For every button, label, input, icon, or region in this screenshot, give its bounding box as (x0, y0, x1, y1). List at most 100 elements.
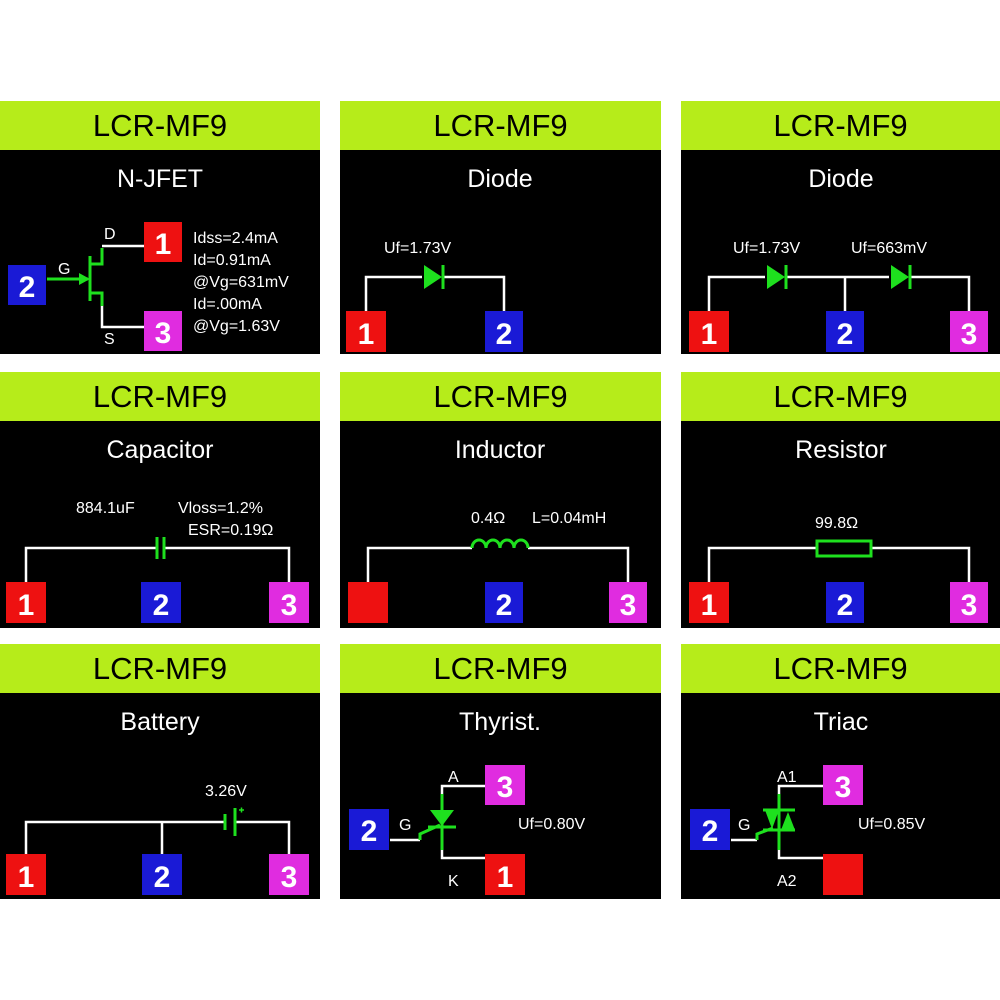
component-title: Triac (814, 708, 869, 736)
battery-symbol (223, 807, 244, 836)
panel-capacitor: LCR-MF9 Capacitor 884.1uF Vloss=1.2% ESR… (0, 372, 320, 628)
pin-3-label: 3 (961, 318, 978, 351)
drain-label: D (104, 226, 116, 243)
right-wire (236, 820, 291, 856)
pin-2-badge (485, 311, 523, 352)
pin-1-label: 1 (18, 861, 35, 894)
pin-2-label: 2 (837, 589, 854, 622)
capacitor-diagram: Capacitor 884.1uF Vloss=1.2% ESR=0.19Ω 1… (6, 436, 309, 623)
pin-1-badge (6, 854, 46, 895)
diode-symbol (424, 265, 445, 289)
pin-3-label: 3 (281, 589, 298, 622)
inductor-symbol (470, 538, 530, 549)
source-label: S (104, 331, 115, 348)
pin-1-label: 1 (701, 589, 718, 622)
component-title: Resistor (795, 436, 887, 464)
pin-2-label: 2 (837, 318, 854, 351)
panel-resistor: LCR-MF9 Resistor 99.8Ω 1 2 3 (681, 372, 1000, 628)
triac-diagram: Triac A1 G A2 Uf=0.85V 2 3 (690, 708, 925, 895)
pin-2-badge (141, 582, 181, 623)
source-wire (100, 304, 145, 329)
pin-1-badge (144, 222, 182, 262)
pin-1-label: 1 (18, 589, 35, 622)
gate-label: G (738, 817, 750, 834)
panel-inductor: LCR-MF9 Inductor 0.4Ω L=0.04mH 2 3 (340, 372, 661, 628)
panel-diode-double: LCR-MF9 Diode Uf=1.73V Uf=663mV 1 2 3 (681, 101, 1000, 354)
pin-1-badge (689, 582, 729, 623)
resistance-value: 0.4Ω (471, 510, 505, 527)
wire-a (707, 275, 765, 313)
pin-2-badge (485, 582, 523, 623)
panel-triac: LCR-MF9 Triac A1 G A2 Uf=0.85V 2 3 (681, 644, 1000, 899)
panel-header: LCR-MF9 (681, 372, 1000, 421)
diode-symbol (767, 265, 788, 289)
forward-voltage: Uf=1.73V (733, 240, 800, 257)
forward-voltage: Uf=663mV (851, 240, 927, 257)
panel-header: LCR-MF9 (681, 644, 1000, 693)
pin-2-label: 2 (496, 318, 513, 351)
resistor-diagram: Resistor 99.8Ω 1 2 3 (689, 436, 988, 623)
value-line: Id=.00mA (193, 296, 262, 313)
wire-d (909, 275, 971, 313)
panel-header: LCR-MF9 (0, 644, 320, 693)
pin-1-badge (485, 854, 525, 895)
pin-3-badge (485, 765, 525, 805)
panel-header: LCR-MF9 (340, 644, 661, 693)
pin-3-label: 3 (281, 861, 298, 894)
triac-symbol (755, 794, 795, 850)
voltage-value: 3.26V (205, 783, 247, 800)
pin-1-label: 1 (497, 861, 514, 894)
pin-3-badge (144, 311, 182, 351)
pin-3-badge (823, 765, 863, 805)
pin-2-label: 2 (153, 589, 170, 622)
panel-diode-single: LCR-MF9 Diode Uf=1.73V 1 2 (340, 101, 661, 354)
value-line: Idss=2.4mA (193, 230, 278, 247)
right-wire (164, 546, 291, 584)
pin-3-badge (269, 854, 309, 895)
pin-2-badge (8, 265, 46, 305)
left-wire (366, 546, 472, 584)
inductance-value: L=0.04mH (532, 510, 606, 527)
pin-1-label: 1 (701, 318, 718, 351)
panel-njfet: LCR-MF9 N-JFET D G S 2 1 3 Idss=2.4mA Id… (0, 101, 320, 354)
forward-voltage: Uf=0.80V (518, 816, 585, 833)
panel-battery: LCR-MF9 Battery 3.26V 1 2 3 (0, 644, 320, 899)
component-title: Thyrist. (459, 708, 541, 736)
pin-3-label: 3 (961, 589, 978, 622)
pin-1-label: 1 (155, 228, 172, 261)
pin-3-label: 3 (497, 771, 514, 804)
pin-3-badge (950, 311, 988, 352)
pin-3-label: 3 (620, 589, 637, 622)
right-wire (528, 546, 630, 584)
pin-1-badge (689, 311, 729, 352)
a1-label: A1 (777, 769, 797, 786)
pin-2-label: 2 (19, 271, 36, 304)
anode-wire (440, 784, 486, 794)
value-line: @Vg=631mV (193, 274, 289, 291)
panel-header: LCR-MF9 (681, 101, 1000, 150)
value-line: Id=0.91mA (193, 252, 271, 269)
pin-1-badge (6, 582, 46, 623)
battery-diagram: Battery 3.26V 1 2 3 (6, 708, 309, 895)
pin-2-label: 2 (496, 589, 513, 622)
component-title: Inductor (455, 436, 545, 464)
panel-header: LCR-MF9 (340, 372, 661, 421)
resistance-value: 99.8Ω (815, 515, 858, 532)
left-wire (364, 275, 422, 313)
inductor-diagram: Inductor 0.4Ω L=0.04mH 2 3 (348, 436, 647, 623)
pin-2-badge (826, 582, 864, 623)
a2-wire (777, 850, 823, 860)
forward-voltage: Uf=1.73V (384, 240, 451, 257)
double-diode-diagram: Diode Uf=1.73V Uf=663mV 1 2 3 (689, 165, 988, 352)
right-wire (871, 546, 971, 584)
pin-1-badge (346, 311, 386, 352)
njfet-symbol (47, 248, 104, 306)
pin-2-label: 2 (361, 815, 378, 848)
gate-label: G (58, 261, 70, 278)
pin-2-badge (690, 809, 730, 850)
panel-header: LCR-MF9 (0, 101, 320, 150)
a2-label: A2 (777, 873, 797, 890)
component-title: Capacitor (107, 436, 214, 464)
pin-1-badge (348, 582, 388, 623)
diode-symbol (891, 265, 912, 289)
